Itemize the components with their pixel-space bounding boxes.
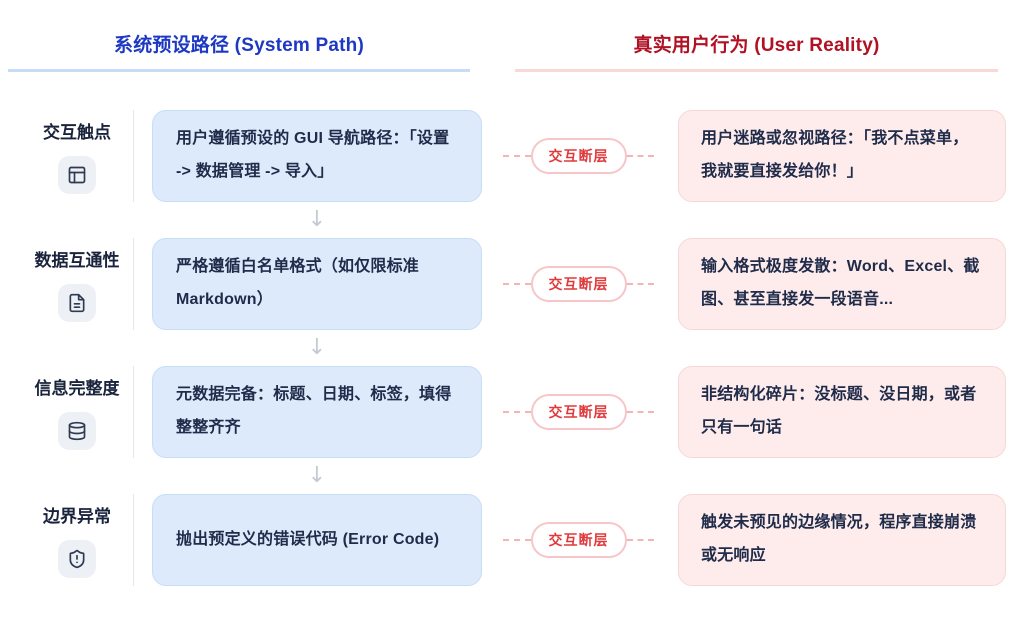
system-card: 严格遵循白名单格式（如仅限标准 Markdown） xyxy=(152,238,482,330)
column-divider xyxy=(133,366,134,458)
system-card-text: 抛出预定义的错误代码 (Error Code) xyxy=(176,530,440,548)
gap-badge: 交互断层 xyxy=(530,266,627,302)
database-icon xyxy=(68,421,86,441)
flow-arrow-row: ↓ xyxy=(24,330,1006,366)
row-label: 边界异常 xyxy=(24,494,130,586)
column-headers: 系统预设路径 (System Path) 真实用户行为 (User Realit… xyxy=(0,30,1024,72)
header-spacer xyxy=(470,30,515,72)
row-label: 信息完整度 xyxy=(24,366,130,458)
gap-connector: 交互断层 xyxy=(482,110,678,202)
flow-arrow-row: ↓ xyxy=(24,202,1006,238)
row-label-text: 数据互通性 xyxy=(34,251,120,270)
dashed-line xyxy=(626,283,654,285)
icon-chip xyxy=(58,412,96,450)
system-card-text: 元数据完备：标题、日期、标签，填得整整齐齐 xyxy=(176,386,452,436)
row-label-text: 交互触点 xyxy=(43,123,111,142)
user-card-text: 输入格式极度发散：Word、Excel、截图、甚至直接发一段语音... xyxy=(701,258,980,308)
panels-layout-icon xyxy=(68,166,86,184)
arrow-down-icon: ↓ xyxy=(307,335,327,360)
system-card-text: 用户遵循预设的 GUI 导航路径：「设置 -> 数据管理 -> 导入」 xyxy=(176,130,450,180)
dashed-line xyxy=(503,539,531,541)
dashed-line xyxy=(503,155,531,157)
row-information-completeness: 信息完整度 元数据完备：标题、日期、标签，填得整整齐齐 交互断层 xyxy=(24,366,1006,458)
row-data-interoperability: 数据互通性 严格遵循白名单格式（如仅限标准 Markdown） 交互断层 输入格… xyxy=(24,238,1006,330)
column-header-system: 系统预设路径 (System Path) xyxy=(8,30,470,72)
user-card-text: 用户迷路或忽视路径：「我不点菜单，我就要直接发给你！」 xyxy=(701,130,969,180)
user-card-text: 非结构化碎片：没标题、没日期，或者只有一句话 xyxy=(701,386,977,436)
column-divider xyxy=(133,110,134,202)
system-card: 抛出预定义的错误代码 (Error Code) xyxy=(152,494,482,586)
system-card: 用户遵循预设的 GUI 导航路径：「设置 -> 数据管理 -> 导入」 xyxy=(152,110,482,202)
system-card: 元数据完备：标题、日期、标签，填得整整齐齐 xyxy=(152,366,482,458)
icon-chip xyxy=(58,540,96,578)
user-card: 用户迷路或忽视路径：「我不点菜单，我就要直接发给你！」 xyxy=(678,110,1006,202)
dashed-line xyxy=(626,411,654,413)
icon-chip xyxy=(58,156,96,194)
file-text-icon xyxy=(69,293,85,313)
flow-arrow-row: ↓ xyxy=(24,458,1006,494)
gap-badge: 交互断层 xyxy=(530,394,627,430)
column-header-user: 真实用户行为 (User Reality) xyxy=(515,30,998,72)
column-divider xyxy=(133,494,134,586)
dashed-line xyxy=(503,411,531,413)
arrow-down-icon: ↓ xyxy=(307,207,327,232)
dashed-line xyxy=(626,539,654,541)
user-card-text: 触发未预见的边缘情况，程序直接崩溃或无响应 xyxy=(701,514,977,564)
user-card: 输入格式极度发散：Word、Excel、截图、甚至直接发一段语音... xyxy=(678,238,1006,330)
icon-chip xyxy=(58,284,96,322)
row-interaction-touchpoint: 交互触点 用户遵循预设的 GUI 导航路径：「设置 -> 数据管理 -> 导入」… xyxy=(24,110,1006,202)
column-divider xyxy=(133,238,134,330)
shield-alert-icon xyxy=(69,549,85,569)
gap-connector: 交互断层 xyxy=(482,238,678,330)
dashed-line xyxy=(626,155,654,157)
user-card: 非结构化碎片：没标题、没日期，或者只有一句话 xyxy=(678,366,1006,458)
arrow-down-icon: ↓ xyxy=(307,463,327,488)
row-boundary-exception: 边界异常 抛出预定义的错误代码 (Error Code) 交互断层 触发未预见的… xyxy=(24,494,1006,586)
system-card-text: 严格遵循白名单格式（如仅限标准 Markdown） xyxy=(176,258,420,308)
diagram-rows: 交互触点 用户遵循预设的 GUI 导航路径：「设置 -> 数据管理 -> 导入」… xyxy=(0,72,1024,586)
row-label: 交互触点 xyxy=(24,110,130,202)
row-label-text: 边界异常 xyxy=(43,507,111,526)
gap-connector: 交互断层 xyxy=(482,494,678,586)
gap-connector: 交互断层 xyxy=(482,366,678,458)
row-label-text: 信息完整度 xyxy=(34,379,120,398)
gap-badge: 交互断层 xyxy=(530,138,627,174)
dashed-line xyxy=(503,283,531,285)
gap-badge: 交互断层 xyxy=(530,522,627,558)
row-label: 数据互通性 xyxy=(24,238,130,330)
user-card: 触发未预见的边缘情况，程序直接崩溃或无响应 xyxy=(678,494,1006,586)
